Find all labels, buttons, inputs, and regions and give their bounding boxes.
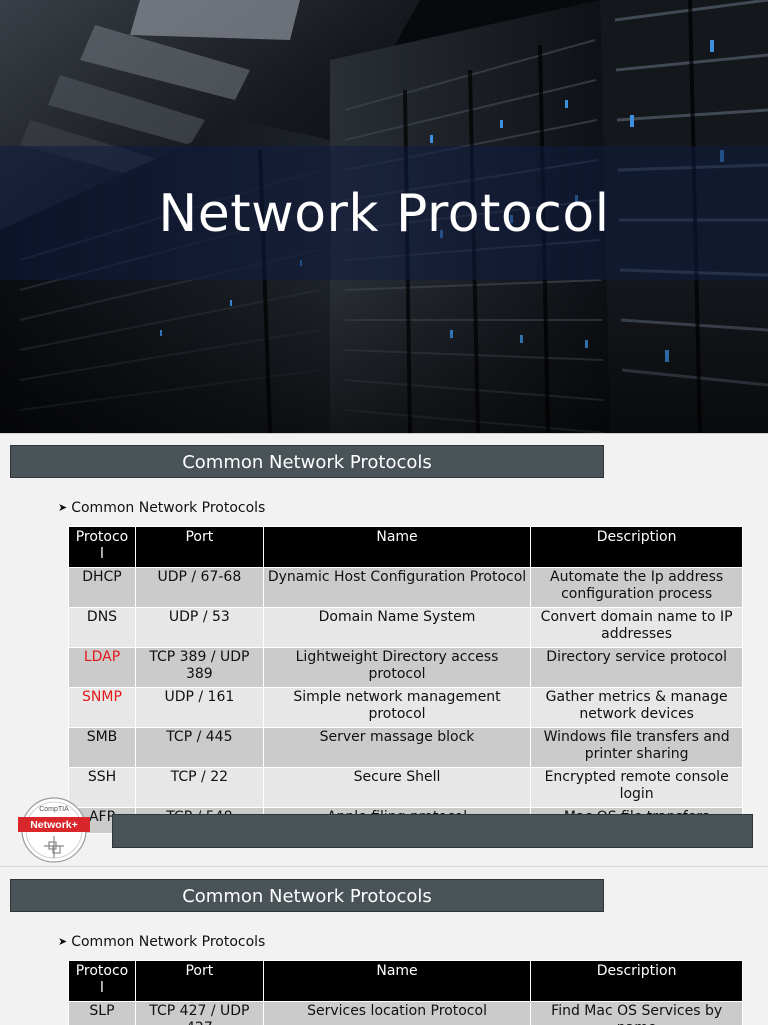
cell-description: Directory service protocol (531, 648, 743, 688)
cell-port: TCP 427 / UDP 427 (135, 1002, 263, 1025)
cell-description: Gather metrics & manage network devices (531, 688, 743, 728)
cell-port: TCP 389 / UDP 389 (135, 648, 263, 688)
table-row: DNS UDP / 53 Domain Name System Convert … (69, 608, 743, 648)
cell-port: UDP / 67-68 (135, 568, 263, 608)
cell-port: UDP / 161 (135, 688, 263, 728)
cell-protocol: SMB (69, 728, 136, 768)
cell-name: Services location Protocol (263, 1002, 531, 1025)
column-header-port: Port (135, 961, 263, 1002)
cell-name: Simple network management protocol (263, 688, 531, 728)
cell-protocol: DNS (69, 608, 136, 648)
table-header-row: Protoco l Port Name Description (69, 961, 743, 1002)
arrow-bullet-icon: ➤ (58, 499, 67, 517)
column-header-name: Name (263, 961, 531, 1002)
column-header-name: Name (263, 527, 531, 568)
table-row: LDAP TCP 389 / UDP 389 Lightweight Direc… (69, 648, 743, 688)
cell-protocol: SNMP (69, 688, 136, 728)
bullet-point: ➤Common Network Protocols (58, 933, 265, 952)
table-row: SNMP UDP / 161 Simple network management… (69, 688, 743, 728)
cell-protocol: DHCP (69, 568, 136, 608)
cell-name: Server massage block (263, 728, 531, 768)
table-row: SMB TCP / 445 Server massage block Windo… (69, 728, 743, 768)
slide-footer-bar (112, 814, 753, 848)
protocols-slide-1: Common Network Protocols ➤Common Network… (0, 434, 768, 866)
column-header-protocol: Protoco l (69, 961, 136, 1002)
cell-name: Dynamic Host Configuration Protocol (263, 568, 531, 608)
cell-port: TCP / 22 (135, 768, 263, 808)
column-header-port: Port (135, 527, 263, 568)
comptia-network-plus-logo: CompTIA Network+ (16, 792, 92, 866)
logo-comptia-text: CompTIA (39, 806, 69, 813)
cell-description: Windows file transfers and printer shari… (531, 728, 743, 768)
bullet-text: Common Network Protocols (71, 934, 265, 950)
table-row: SLP TCP 427 / UDP 427 Services location … (69, 1002, 743, 1025)
protocols-table: Protoco l Port Name Description DHCP UDP… (68, 526, 743, 834)
slide-header: Common Network Protocols (10, 445, 604, 478)
cell-port: TCP / 445 (135, 728, 263, 768)
cell-protocol: LDAP (69, 648, 136, 688)
bullet-point: ➤Common Network Protocols (58, 499, 265, 518)
logo-badge-text: Network+ (30, 819, 78, 831)
title-slide: Network Protocol (0, 0, 768, 433)
slide-title: Network Protocol (0, 183, 768, 245)
table-header-row: Protoco l Port Name Description (69, 527, 743, 568)
column-header-description: Description (531, 527, 743, 568)
cell-description: Encrypted remote console login (531, 768, 743, 808)
cell-description: Automate the Ip address configuration pr… (531, 568, 743, 608)
cell-description: Find Mac OS Services by name (531, 1002, 743, 1025)
column-header-protocol: Protoco l (69, 527, 136, 568)
column-header-description: Description (531, 961, 743, 1002)
cell-name: Secure Shell (263, 768, 531, 808)
protocols-table: Protoco l Port Name Description SLP TCP … (68, 960, 743, 1025)
cell-description: Convert domain name to IP addresses (531, 608, 743, 648)
table-row: DHCP UDP / 67-68 Dynamic Host Configurat… (69, 568, 743, 608)
slide-header: Common Network Protocols (10, 879, 604, 912)
cell-protocol: SLP (69, 1002, 136, 1025)
table-row: SSH TCP / 22 Secure Shell Encrypted remo… (69, 768, 743, 808)
bullet-text: Common Network Protocols (71, 500, 265, 516)
arrow-bullet-icon: ➤ (58, 933, 67, 951)
cell-name: Lightweight Directory access protocol (263, 648, 531, 688)
protocols-slide-2: Common Network Protocols ➤Common Network… (0, 866, 768, 1025)
cell-port: UDP / 53 (135, 608, 263, 648)
cell-name: Domain Name System (263, 608, 531, 648)
